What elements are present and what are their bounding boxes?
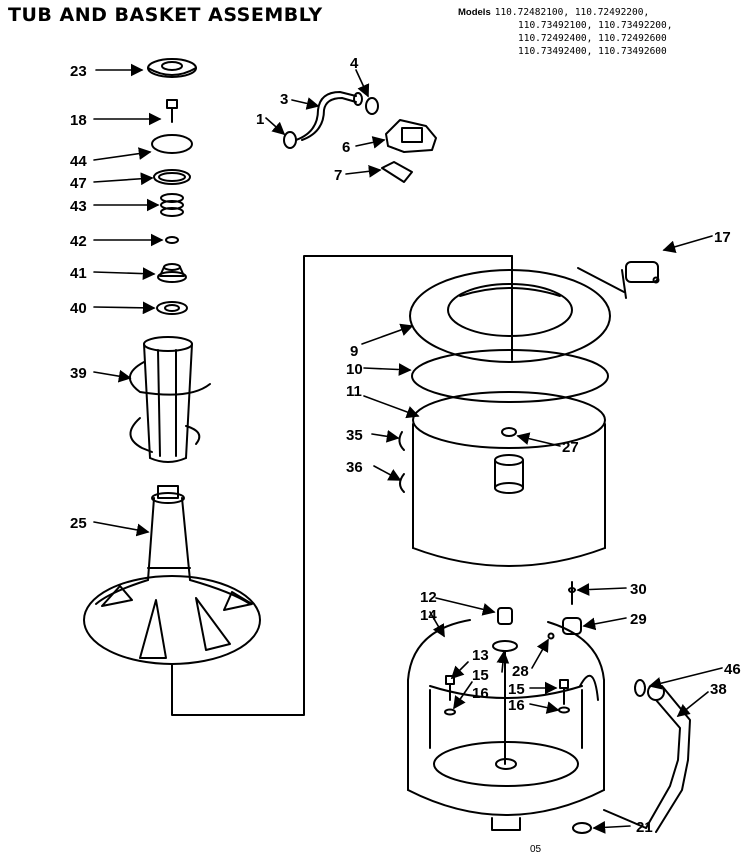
callout-29: 29 bbox=[630, 611, 647, 628]
leader-lines bbox=[93, 63, 723, 834]
callout-44: 44 bbox=[70, 153, 87, 170]
part-30-stud bbox=[568, 581, 576, 605]
part-16-washer-left bbox=[444, 708, 456, 716]
callout-42: 42 bbox=[70, 233, 87, 250]
part-42-washer bbox=[165, 236, 179, 244]
callout-47: 47 bbox=[70, 175, 87, 192]
callout-3: 3 bbox=[280, 91, 288, 108]
part-36-clip bbox=[399, 473, 405, 493]
callout-41: 41 bbox=[70, 265, 87, 282]
callout-15-right: 15 bbox=[508, 681, 525, 698]
callout-36: 36 bbox=[346, 459, 363, 476]
part-16-washer-right bbox=[558, 706, 570, 714]
model-number: 110.72482100, bbox=[494, 7, 570, 18]
callout-43: 43 bbox=[70, 198, 87, 215]
callout-23: 23 bbox=[70, 63, 87, 80]
part-11-basket bbox=[412, 391, 606, 567]
callout-25: 25 bbox=[70, 515, 87, 532]
model-number: 110.73492200, bbox=[598, 20, 673, 31]
callout-17: 17 bbox=[714, 229, 731, 246]
part-17-clip bbox=[577, 261, 660, 299]
part-38-hose bbox=[603, 683, 691, 833]
part-6-valve bbox=[385, 119, 437, 153]
callout-39: 39 bbox=[70, 365, 87, 382]
part-39-auger bbox=[129, 336, 211, 463]
callout-38: 38 bbox=[710, 681, 727, 698]
part-1-clamp bbox=[283, 131, 297, 149]
part-14-outer-tub bbox=[407, 619, 605, 831]
callout-7: 7 bbox=[334, 167, 342, 184]
part-29-nut bbox=[562, 617, 582, 635]
model-number: 110.72492400, bbox=[518, 33, 593, 44]
part-3-hose bbox=[295, 91, 363, 141]
model-number: 110.73492100, bbox=[518, 20, 593, 31]
part-46-clamp bbox=[634, 679, 646, 697]
callout-21: 21 bbox=[636, 819, 653, 836]
model-number: 110.72492600 bbox=[598, 33, 667, 44]
part-9-tub-ring bbox=[409, 255, 611, 363]
part-44-cap bbox=[151, 134, 193, 154]
callout-13: 13 bbox=[472, 647, 489, 664]
callout-18: 18 bbox=[70, 112, 87, 129]
part-35-clip bbox=[398, 431, 405, 451]
model-number: 110.72492200, bbox=[574, 7, 650, 18]
part-4-clamp bbox=[365, 97, 379, 115]
callout-16-right: 16 bbox=[508, 697, 525, 714]
callout-27: 27 bbox=[562, 439, 579, 456]
part-41-dog bbox=[157, 263, 187, 283]
models-label: Models bbox=[458, 7, 491, 18]
model-number: 110.73492600 bbox=[598, 46, 667, 57]
footer-code: 05 bbox=[530, 844, 542, 855]
part-40-seal bbox=[156, 301, 188, 315]
diagram-title: TUB AND BASKET ASSEMBLY bbox=[8, 4, 323, 26]
callout-10: 10 bbox=[346, 361, 363, 378]
callout-labels: 23 18 44 47 43 42 41 40 39 25 4 3 1 6 7 … bbox=[70, 55, 741, 855]
callout-1: 1 bbox=[256, 111, 264, 128]
callout-15-left: 15 bbox=[472, 667, 489, 684]
part-15-bolt-right bbox=[559, 679, 569, 705]
part-47-ring bbox=[153, 169, 191, 185]
model-number: 110.73492400, bbox=[518, 46, 593, 57]
callout-35: 35 bbox=[346, 427, 363, 444]
callout-12: 12 bbox=[420, 589, 437, 606]
part-43-spring bbox=[160, 193, 184, 217]
part-23-agitator-cap bbox=[147, 58, 197, 78]
part-28-washer bbox=[547, 632, 555, 640]
part-15-bolt-left bbox=[445, 675, 455, 701]
part-10-gasket bbox=[411, 349, 609, 403]
callout-40: 40 bbox=[70, 300, 87, 317]
callout-28: 28 bbox=[512, 663, 529, 680]
part-21-grommet bbox=[572, 822, 592, 834]
callout-30: 30 bbox=[630, 581, 647, 598]
part-25-agitator bbox=[83, 485, 261, 665]
callout-6: 6 bbox=[342, 139, 350, 156]
callout-11: 11 bbox=[346, 383, 362, 400]
callout-46: 46 bbox=[724, 661, 741, 678]
callout-4: 4 bbox=[350, 55, 359, 72]
callout-14: 14 bbox=[420, 607, 437, 624]
part-18-bolt bbox=[166, 99, 178, 123]
part-7-bracket bbox=[381, 161, 413, 183]
part-12-bearing bbox=[497, 607, 513, 625]
callout-9: 9 bbox=[350, 343, 358, 360]
callout-16-left: 16 bbox=[472, 685, 489, 702]
